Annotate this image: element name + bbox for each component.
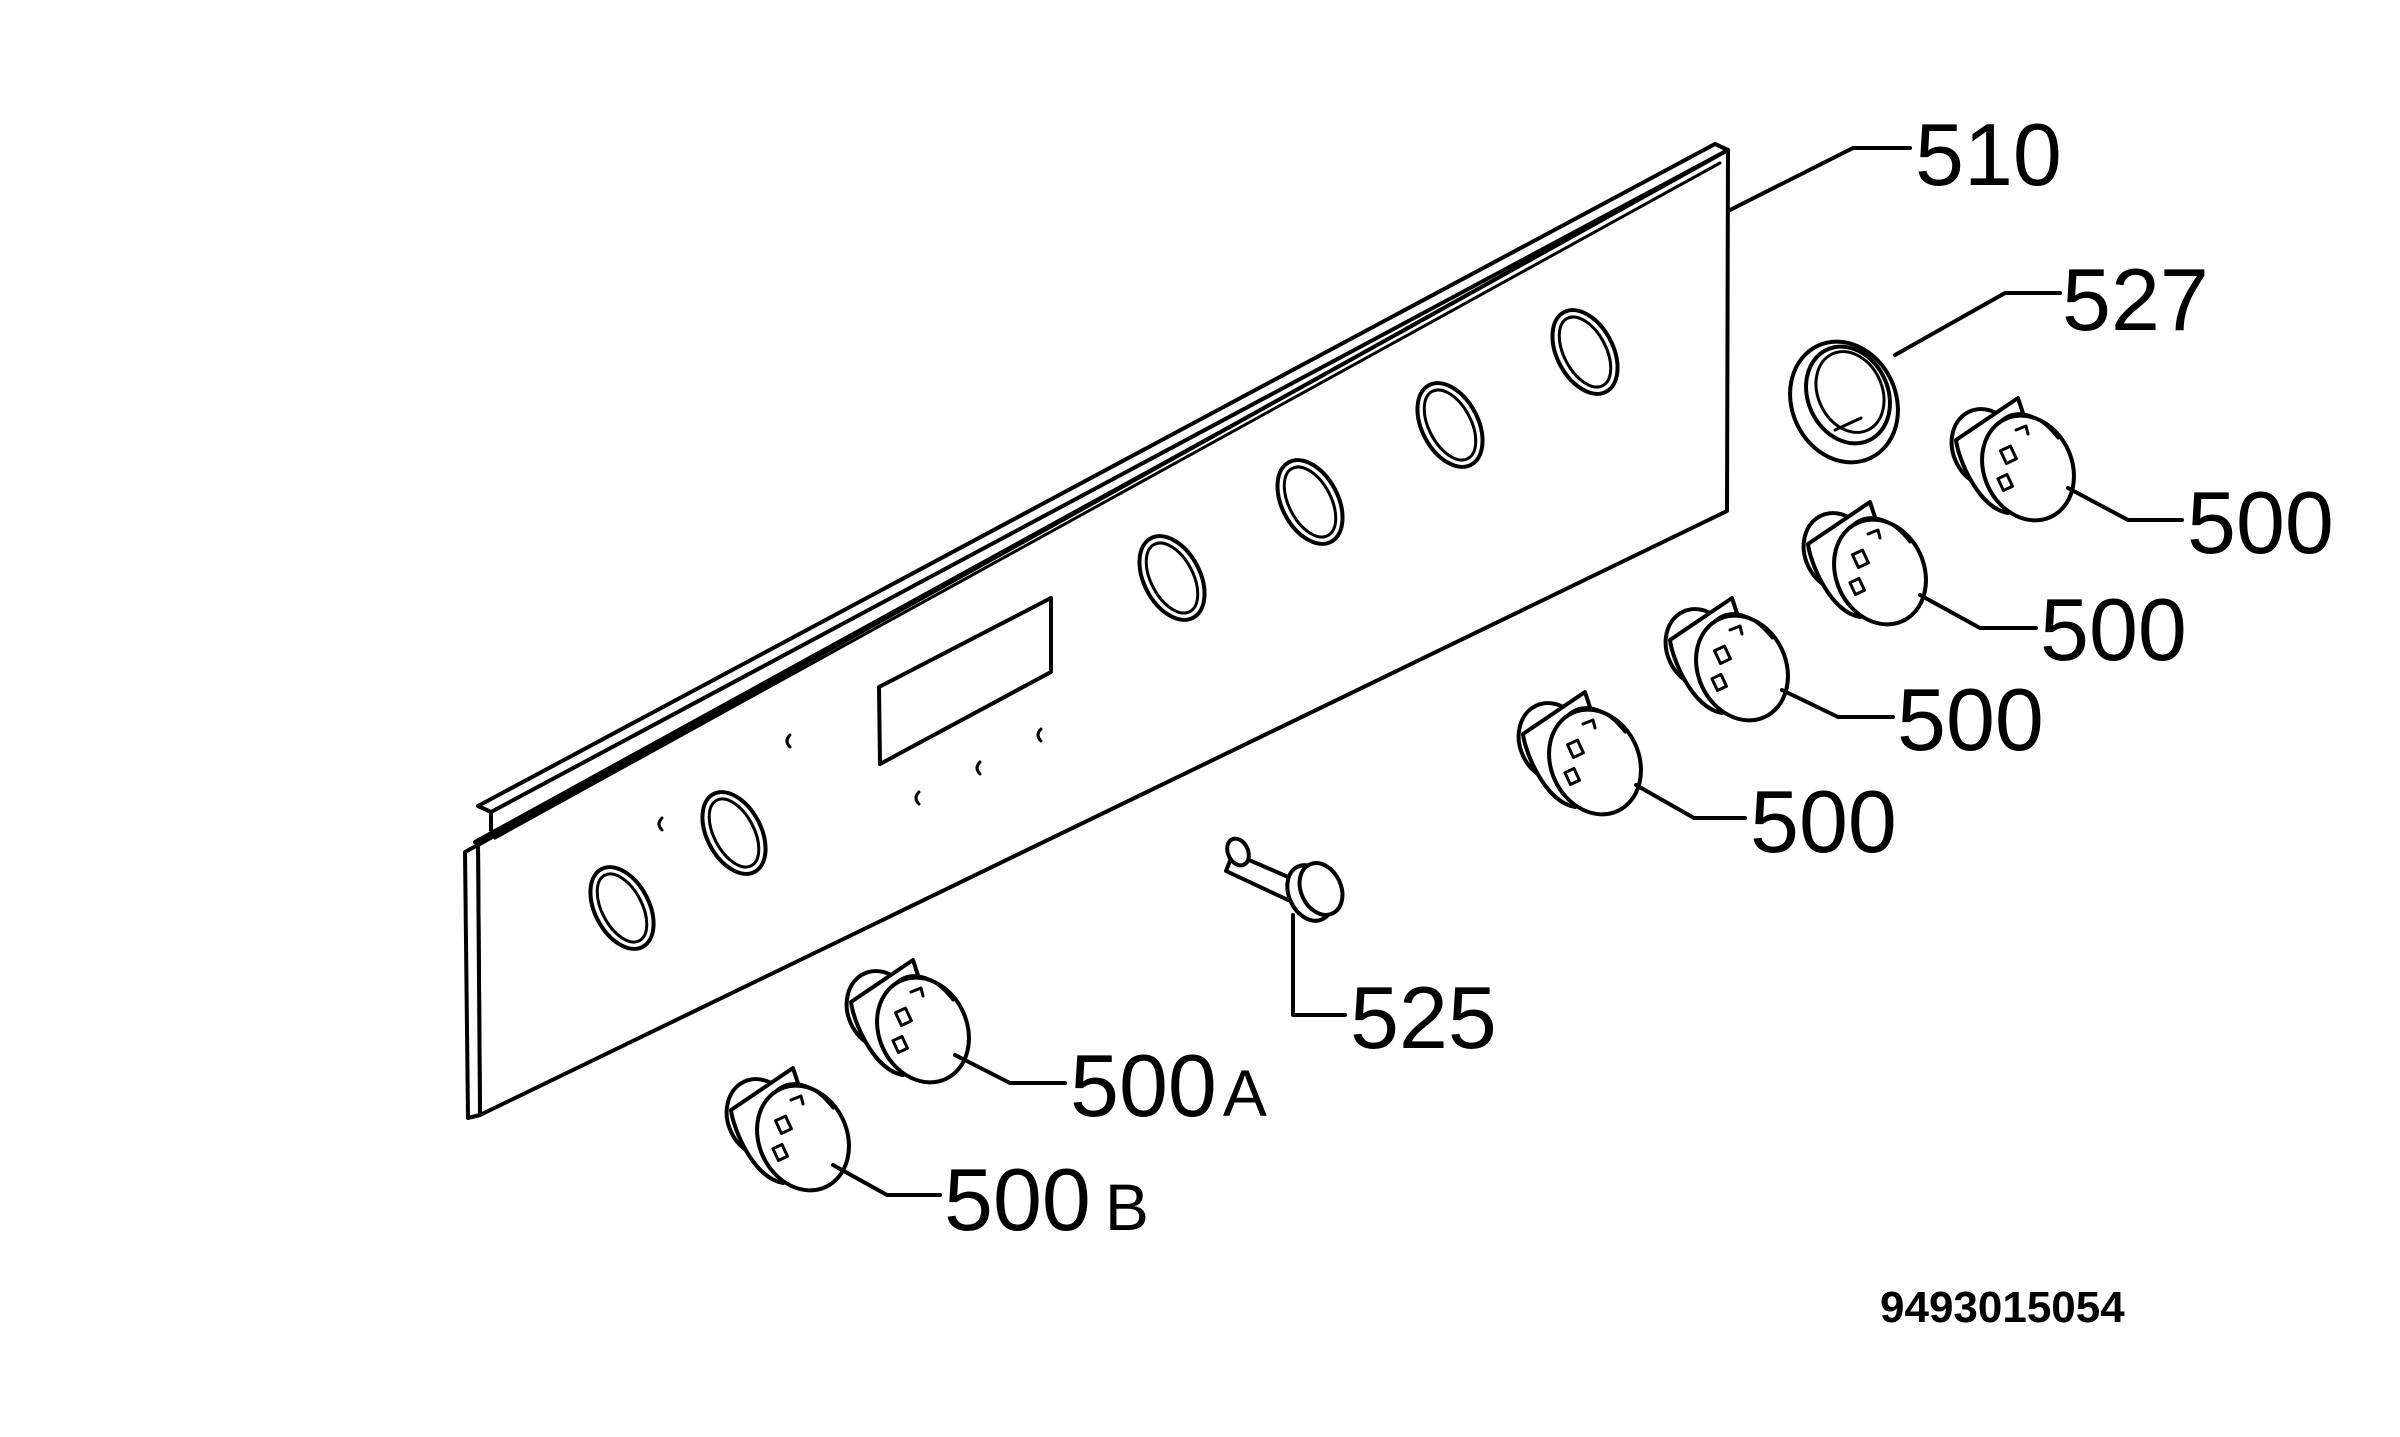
label-500-2: 500 <box>2040 580 2187 679</box>
label-525: 525 <box>1350 968 1497 1067</box>
knob-500-1 <box>1937 395 2093 538</box>
screw-525 <box>1224 836 1345 923</box>
label-500b-number: 500 <box>944 1150 1091 1249</box>
reference-code: 9493015054 <box>1880 1283 2125 1332</box>
panel-holes <box>588 308 1620 951</box>
label-500a-number: 500 <box>1070 1036 1217 1135</box>
knob-500-3 <box>1651 595 1807 738</box>
label-500-1: 500 <box>2187 473 2334 572</box>
knob-500-4 <box>1504 689 1660 832</box>
label-500a: 500A <box>1070 1036 1267 1135</box>
leader-lines <box>831 146 2184 1197</box>
label-500a-suffix: A <box>1223 1056 1267 1130</box>
indicator-marks <box>657 727 1043 832</box>
label-500-4: 500 <box>1750 772 1897 871</box>
knob-500a <box>832 957 988 1100</box>
ring-527 <box>1788 339 1900 465</box>
control-panel <box>463 142 1730 1120</box>
label-500-3: 500 <box>1897 670 2044 769</box>
label-527: 527 <box>2062 250 2209 349</box>
knob-500b <box>712 1065 868 1208</box>
label-500b-suffix: B <box>1105 1170 1149 1244</box>
label-510: 510 <box>1915 105 2062 204</box>
display-window <box>877 596 1053 766</box>
knob-500-2 <box>1789 499 1945 642</box>
